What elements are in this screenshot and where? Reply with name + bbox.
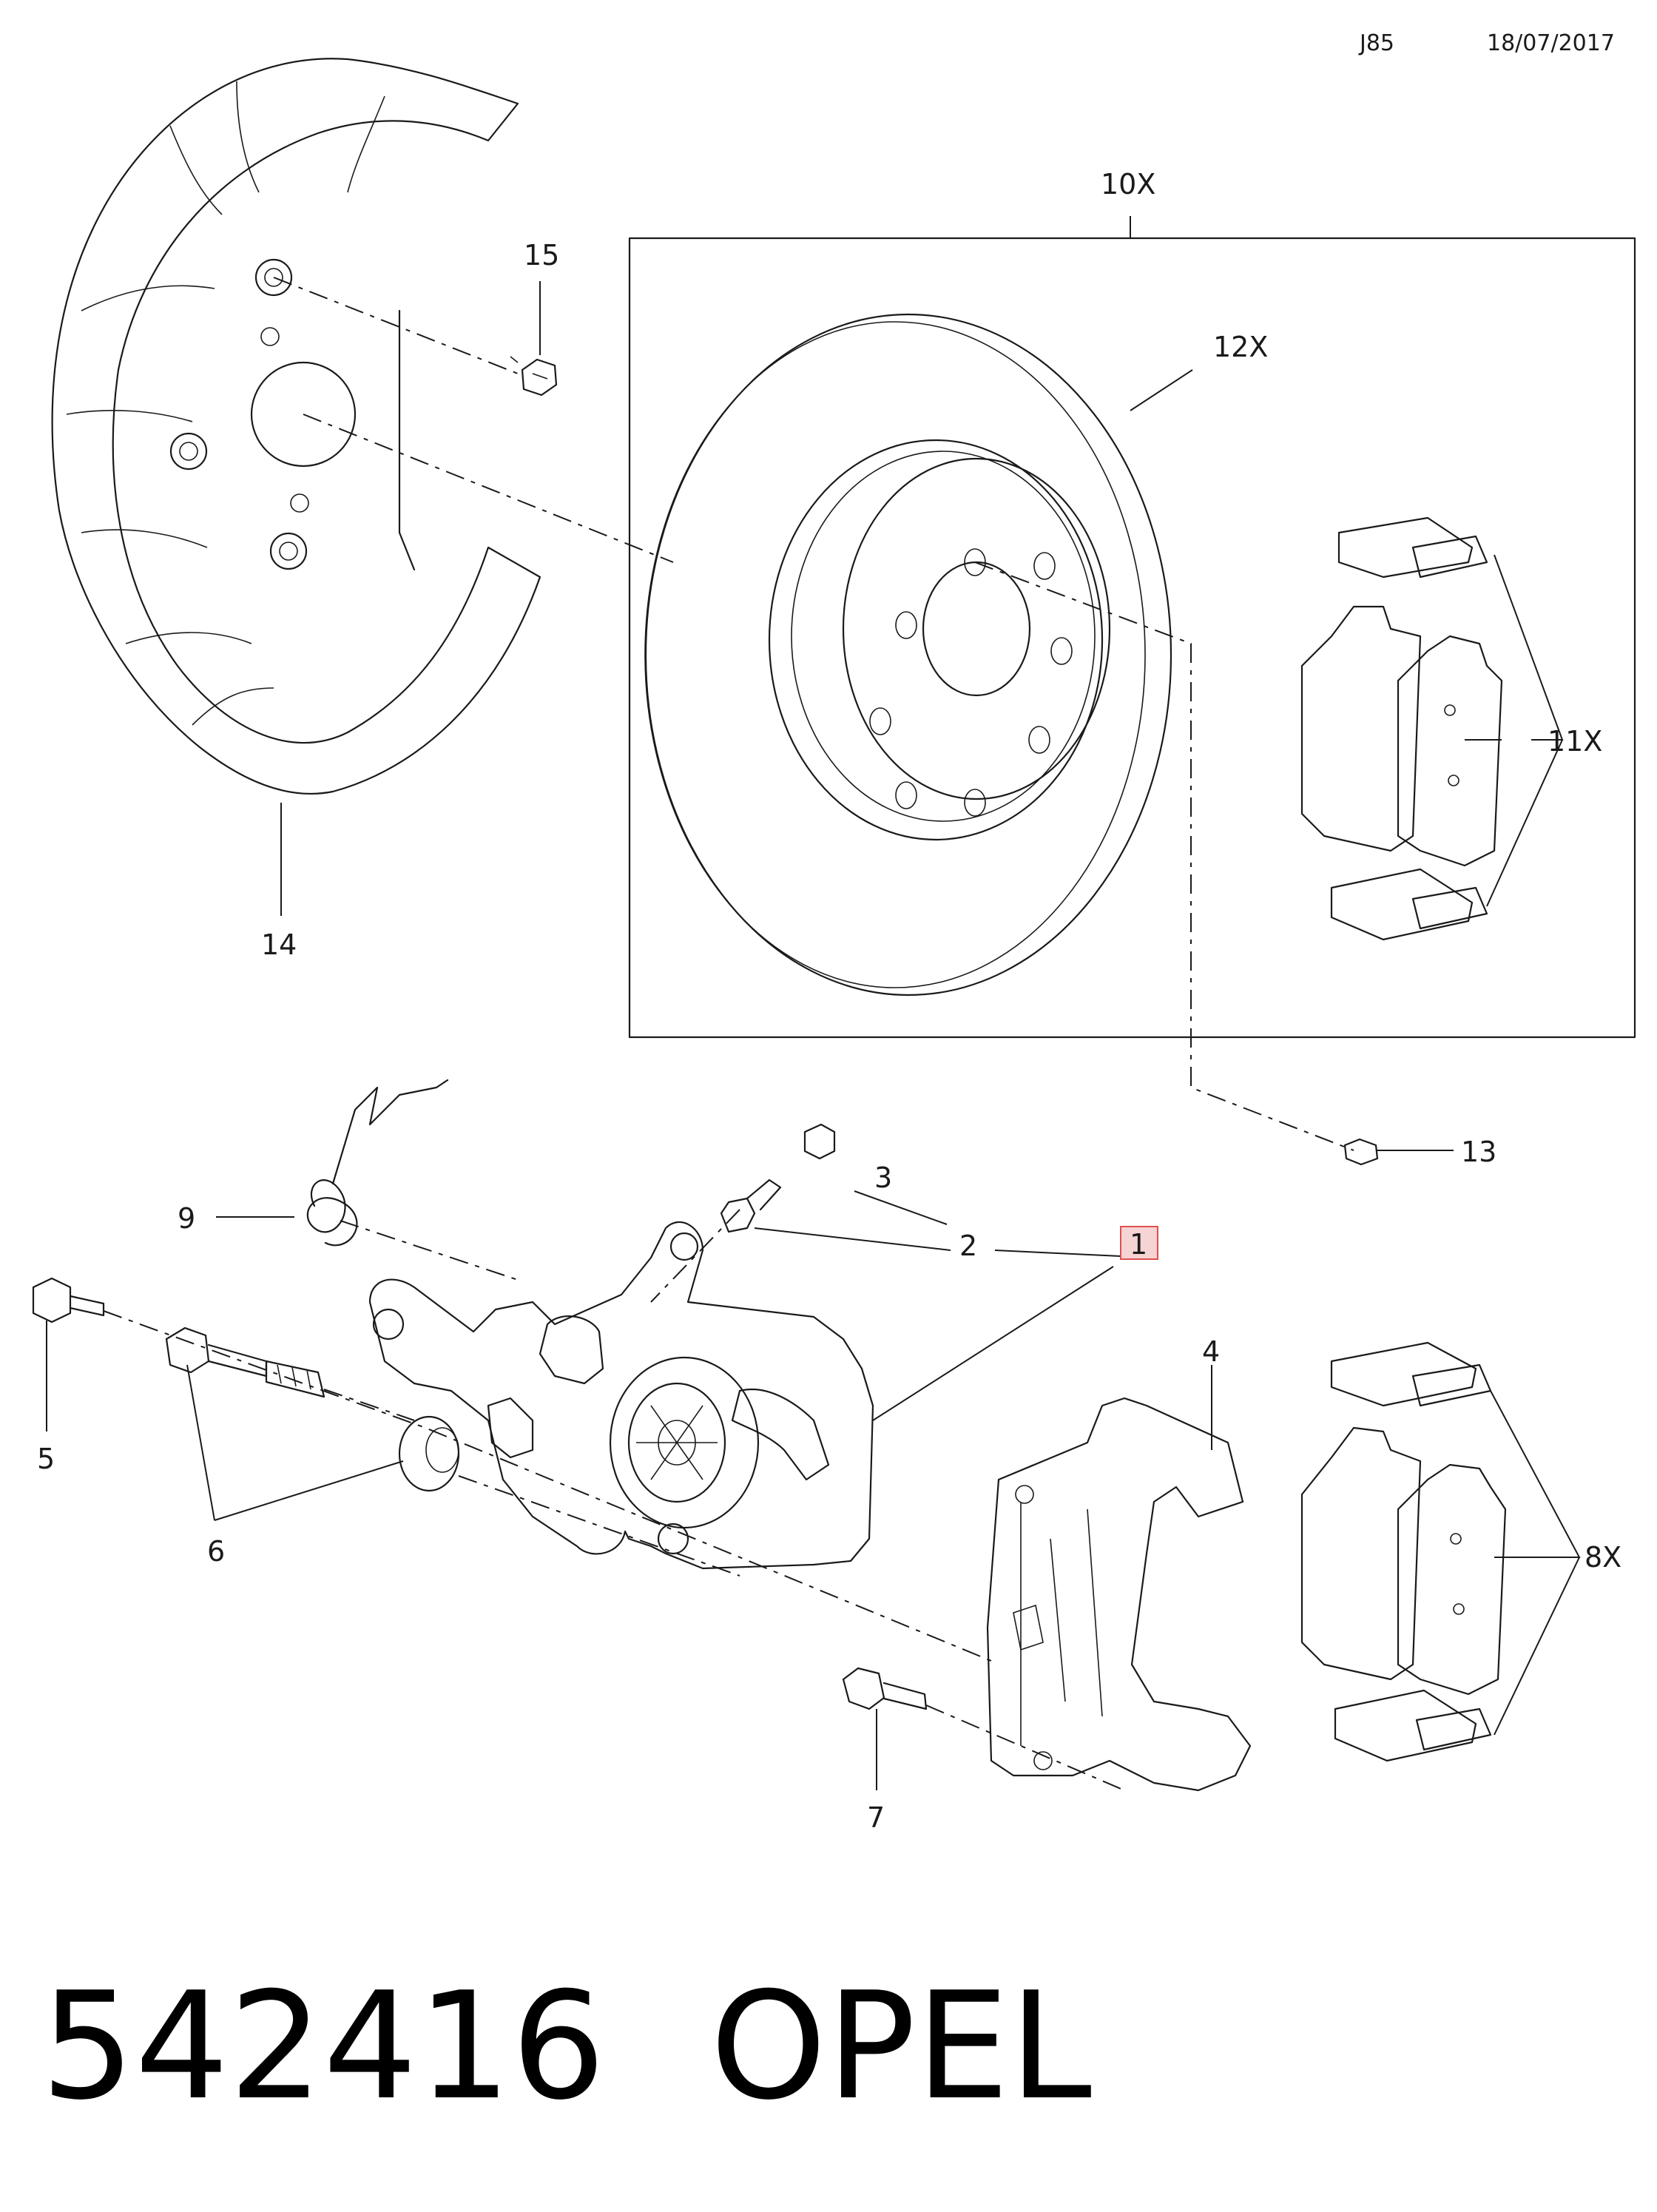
brake-caliper [368,1221,874,1570]
callout-1[interactable]: 1 [1130,1228,1147,1261]
kit-box [628,237,1636,1039]
callout-8x[interactable]: 8X [1585,1541,1621,1574]
caliper-carrier [986,1397,1252,1792]
bleeder-cap [803,1123,836,1160]
callout-15[interactable]: 15 [524,239,559,272]
disc-screw [1343,1138,1379,1166]
part-number: 542416 [41,1960,605,2133]
assembly-lines [103,277,1354,1791]
callout-9[interactable]: 9 [178,1202,195,1235]
brand-name: OPEL [710,1960,1092,2133]
callout-3[interactable]: 3 [874,1161,892,1194]
diagram-code: J85 [1358,30,1394,56]
guide-bolt [32,1277,105,1324]
guide-pin [165,1326,325,1398]
leader-lines [46,281,1581,1790]
brake-splash-shield [51,58,541,795]
callout-7[interactable]: 7 [867,1801,885,1834]
callout-1-highlight [1120,1226,1158,1260]
callout-10x[interactable]: 10X [1101,168,1155,200]
shield-bolt [510,356,558,397]
return-spring [306,1079,449,1247]
diagram-date: 18/07/2017 [1487,30,1615,56]
bleeder-screw [720,1179,782,1233]
callout-2[interactable]: 2 [959,1230,977,1262]
callout-11x[interactable]: 11X [1548,725,1602,758]
guide-bushing [398,1415,460,1492]
callout-14[interactable]: 14 [261,928,297,961]
callout-13[interactable]: 13 [1461,1136,1496,1168]
callout-6[interactable]: 6 [207,1535,225,1568]
callout-5[interactable]: 5 [37,1443,55,1475]
callout-4[interactable]: 4 [1202,1335,1220,1368]
brake-pad-set-top [1300,516,1503,941]
carrier-bolt [842,1667,928,1710]
callout-12x[interactable]: 12X [1213,331,1268,363]
brake-pad-set-bottom [1300,1341,1507,1762]
brake-disc [644,313,1172,997]
